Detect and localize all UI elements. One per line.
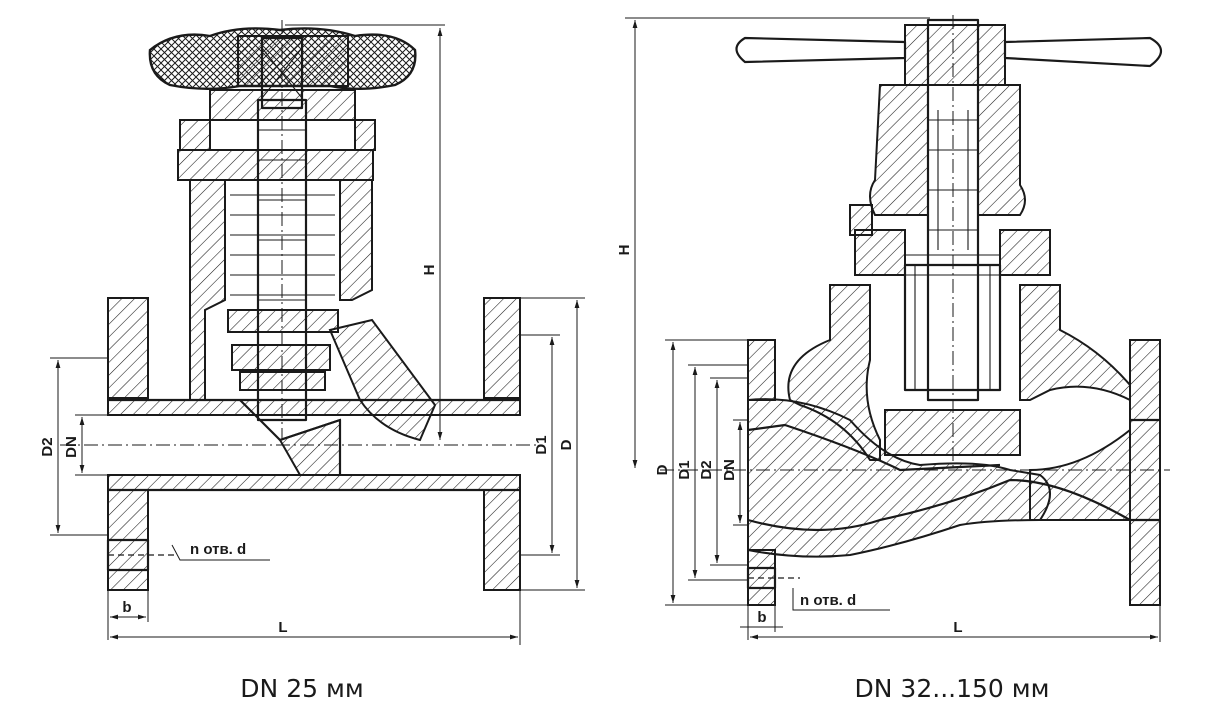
right-dim-b: b [757,609,766,626]
left-dim-d2: D2 [39,437,56,456]
right-dim-l: L [953,619,962,636]
right-dim-d1: D1 [676,460,693,479]
left-dim-b: b [122,599,131,616]
right-dim-h: H [616,245,633,256]
right-caption: DN 32...150 мм [855,674,1050,703]
right-dim-dn: DN [721,459,738,481]
left-dim-d: D [558,439,575,450]
right-dim-d2: D2 [698,460,715,479]
left-dim-d1: D1 [533,435,550,454]
left-dim-holes: n отв. d [190,541,246,558]
left-dim-l: L [278,619,287,636]
left-caption: DN 25 мм [240,674,363,703]
left-dim-dn: DN [63,436,80,458]
right-dim-holes: n отв. d [800,592,856,609]
right-dimensions: H D D1 D2 DN b L n отв. d [616,17,1161,642]
left-dim-h: H [421,265,438,276]
valve-dn32-150-drawing [660,15,1170,606]
right-dim-d: D [654,464,671,475]
left-dimensions: H D2 DN D1 D b L n отв. d [39,24,585,645]
valve-dn25-drawing [60,20,540,591]
t-handle [735,36,907,64]
